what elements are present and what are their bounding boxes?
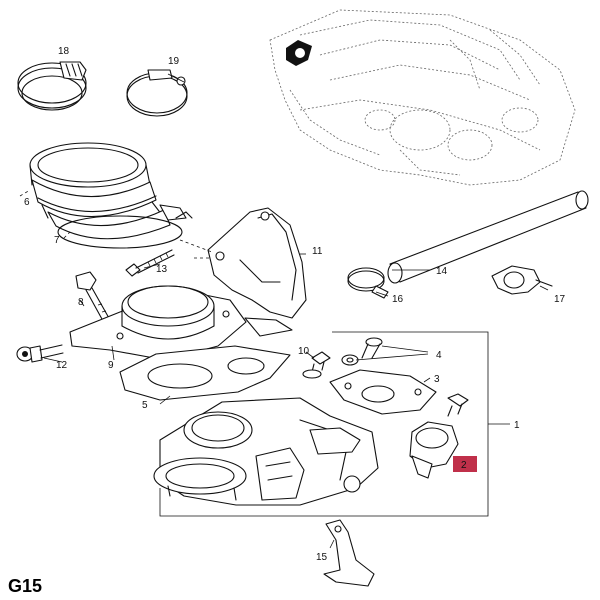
callout-1: 1 [514, 420, 520, 431]
callout-18: 18 [58, 46, 70, 57]
part-6-intake-boot [29, 142, 187, 240]
part-13-bolt [125, 249, 175, 277]
callout-14: 14 [436, 266, 448, 277]
part-5-gasket [119, 345, 291, 401]
callout-11: 11 [312, 246, 323, 257]
part-3-sensor-plate [329, 369, 437, 415]
part-1-throttle-body [153, 397, 379, 506]
part-14-breather-hose [387, 190, 589, 284]
callout-13: 13 [156, 264, 168, 275]
assembly-1-frame [159, 331, 510, 517]
throttle-location-marker [286, 40, 312, 66]
callout-10: 10 [298, 346, 310, 357]
callout-6: 6 [24, 197, 30, 208]
part-12-bolt [16, 344, 64, 363]
part-11-bracket [207, 207, 307, 319]
callout-7: 7 [54, 235, 60, 246]
callout-17: 17 [554, 294, 566, 305]
callout-3: 3 [434, 374, 440, 385]
callout-4: 4 [436, 350, 442, 361]
part-4-screws-washer [341, 337, 383, 366]
part-18-hose-clamp [17, 61, 87, 111]
callout-2: 2 [461, 460, 467, 471]
part-16-hose-clamp [347, 267, 389, 299]
highlight-marker-part-2 [453, 456, 477, 472]
callout-5: 5 [142, 400, 148, 411]
part-7-hose-clamp [57, 211, 193, 249]
callout-8: 8 [78, 297, 84, 308]
callout-9: 9 [108, 360, 114, 371]
part-17-hose-clamp [491, 265, 553, 295]
leader-lines [19, 73, 549, 549]
callout-15: 15 [316, 552, 328, 563]
callout-labels: 1 2 3 4 5 6 7 8 9 10 11 12 13 14 15 16 1… [24, 46, 566, 563]
callout-12: 12 [56, 360, 68, 371]
engine-overview-illustration [269, 9, 576, 186]
callout-19: 19 [168, 56, 180, 67]
callout-16: 16 [392, 294, 404, 305]
part-9-adapter-flange [69, 285, 293, 361]
part-2-idle-valve [409, 393, 469, 479]
part-19-hose-clamp [126, 69, 188, 117]
part-15-bracket [323, 519, 375, 587]
page-code: G15 [8, 576, 42, 596]
part-10-screw-washer [302, 351, 331, 379]
